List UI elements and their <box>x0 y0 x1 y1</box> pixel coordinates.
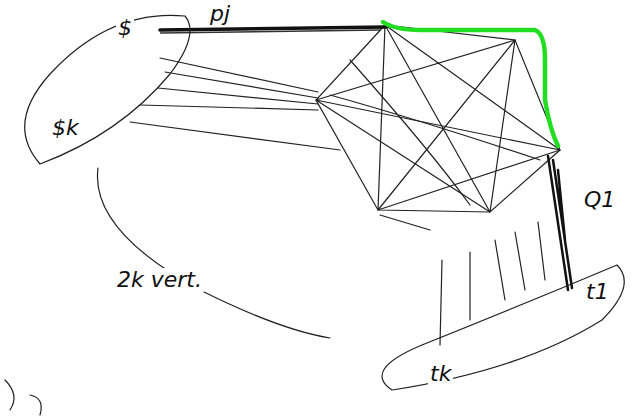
ellipse-group: $ $k <box>10 4 195 172</box>
ellipse-outline <box>10 4 195 172</box>
vertex-label: $ <box>116 16 134 40</box>
ellipse-group: t1 tk <box>362 250 632 400</box>
annotation-label: Q1 <box>582 188 617 212</box>
ellipse-outline <box>362 250 632 400</box>
vertex-label: $k <box>50 116 81 140</box>
annotation-label: 2k vert. <box>115 268 204 292</box>
vertex-label: tk <box>428 362 453 386</box>
annotation-label: pj <box>208 2 232 26</box>
vertex-label: t1 <box>584 280 611 304</box>
